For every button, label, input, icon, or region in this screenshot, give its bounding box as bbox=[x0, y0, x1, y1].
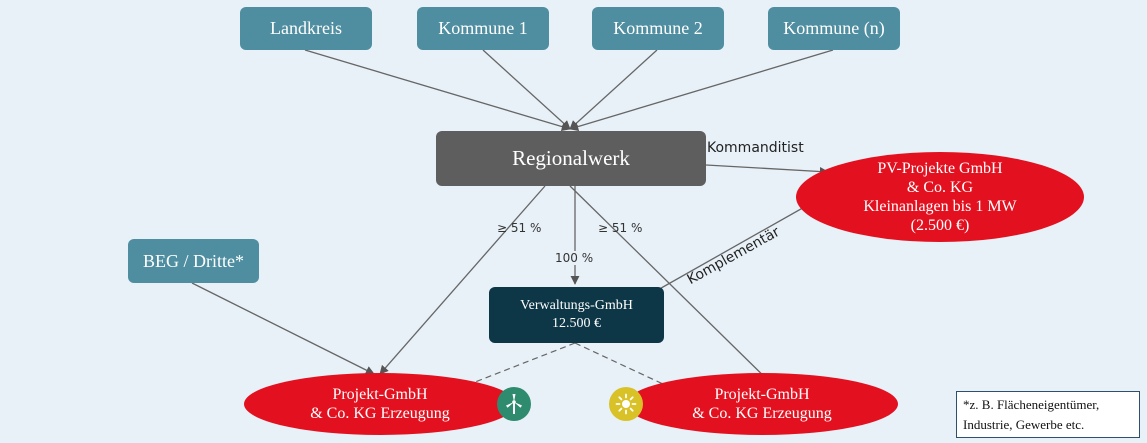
label-share-verwaltung: 100 % bbox=[553, 251, 596, 265]
edge-kommanditist bbox=[705, 164, 829, 177]
sun-glyph bbox=[615, 393, 637, 415]
node-verwaltungs-gmbh: Verwaltungs-GmbH 12.500 € bbox=[489, 287, 664, 343]
pv-projekte-line-1: PV-Projekte GmbH bbox=[877, 160, 1003, 177]
dashed-verwaltung-projekt-left bbox=[469, 342, 576, 385]
footnote-line-2: Industrie, Gewerbe etc. bbox=[963, 417, 1085, 432]
edge-regionalwerk-projekt-left bbox=[379, 185, 546, 375]
pv-projekte-line-4: (2.500 €) bbox=[910, 217, 970, 234]
footnote-line-1: *z. B. Flächeneigentümer, bbox=[963, 397, 1100, 412]
projekt-left-line-1: Projekt-GmbH bbox=[332, 386, 428, 403]
node-pv-projekte: PV-Projekte GmbH & Co. KG Kleinanlagen b… bbox=[796, 152, 1084, 242]
verwaltung-line-2: 12.500 € bbox=[552, 316, 601, 331]
verwaltung-line-1: Verwaltungs-GmbH bbox=[520, 298, 633, 313]
edge-beg-projekt-left bbox=[191, 282, 375, 375]
node-regionalwerk: Regionalwerk bbox=[436, 131, 706, 186]
dashed-verwaltung-projekt-right bbox=[574, 342, 664, 385]
edge-regionalwerk-projekt-right bbox=[569, 185, 781, 393]
pv-projekte-line-3: Kleinanlagen bis 1 MW bbox=[863, 198, 1017, 215]
node-kommune-2: Kommune 2 bbox=[592, 7, 724, 50]
label-share-left: ≥ 51 % bbox=[497, 221, 542, 235]
label-share-right: ≥ 51 % bbox=[598, 221, 643, 235]
node-projekt-gmbh-left: Projekt-GmbH & Co. KG Erzeugung bbox=[244, 373, 516, 435]
edge-landkreis-regionalwerk bbox=[304, 49, 571, 132]
wind-turbine-glyph bbox=[506, 394, 522, 414]
sun-icon bbox=[609, 387, 643, 421]
edge-kommune1-regionalwerk bbox=[482, 49, 571, 130]
node-projekt-gmbh-right: Projekt-GmbH & Co. KG Erzeugung bbox=[626, 373, 898, 435]
edge-kommune2-regionalwerk bbox=[569, 49, 658, 130]
label-kommanditist: Kommanditist bbox=[707, 140, 804, 156]
wind-turbine-icon bbox=[497, 387, 531, 421]
projekt-right-line-2: & Co. KG Erzeugung bbox=[692, 405, 832, 422]
pv-projekte-line-2: & Co. KG bbox=[906, 179, 974, 196]
footnote-box: *z. B. Flächeneigentümer, Industrie, Gew… bbox=[956, 391, 1140, 438]
projekt-right-line-1: Projekt-GmbH bbox=[714, 386, 810, 403]
node-kommune-1: Kommune 1 bbox=[417, 7, 549, 50]
projekt-left-line-2: & Co. KG Erzeugung bbox=[310, 405, 450, 422]
node-landkreis: Landkreis bbox=[240, 7, 372, 50]
edge-kommune-n-regionalwerk bbox=[569, 49, 834, 132]
node-kommune-n: Kommune (n) bbox=[768, 7, 900, 50]
node-beg-dritte: BEG / Dritte* bbox=[128, 239, 259, 283]
